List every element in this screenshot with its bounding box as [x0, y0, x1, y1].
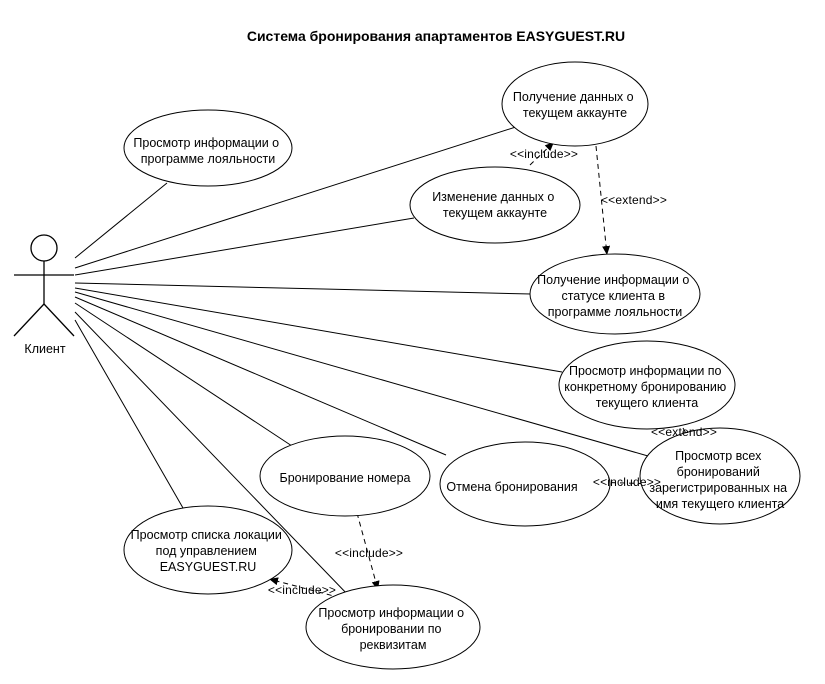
- actor-left-leg-icon: [13, 303, 45, 337]
- relationship-labels: <<include>> <<extend>> <<extend>> <<incl…: [268, 147, 717, 597]
- use-case-specific-booking[interactable]: [558, 340, 736, 430]
- use-case-label-client-status: Получение информации о статусе клиента в…: [537, 273, 693, 319]
- association-specific-booking: [74, 287, 563, 373]
- association-loyalty-info: [74, 182, 168, 259]
- use-case-label-change-account: Изменение данных о текущем аккаунте: [432, 190, 558, 220]
- include-arrow-book-room: [356, 512, 380, 591]
- use-case-locations[interactable]: [123, 505, 293, 595]
- use-case-loyalty-info[interactable]: [123, 109, 293, 187]
- association-book-room: [74, 302, 293, 447]
- actor-right-leg-icon: [43, 303, 75, 337]
- association-client-status: [74, 282, 532, 295]
- use-case-label-cancel-booking: Отмена бронирования: [446, 480, 577, 494]
- use-case-account-data[interactable]: [501, 61, 649, 147]
- actor-client[interactable]: Клиент: [13, 234, 75, 356]
- association-cancel-booking: [74, 296, 447, 456]
- use-case-change-account[interactable]: [409, 166, 581, 244]
- association-all-bookings: [74, 291, 649, 457]
- use-case-label-loyalty-info: Просмотр информации о программе лояльнос…: [133, 136, 282, 166]
- include-label-cancel: <<include>>: [593, 475, 661, 489]
- association-locations: [74, 319, 184, 509]
- use-cases: [123, 61, 801, 670]
- extend-label-client-status: <<extend>>: [601, 193, 667, 207]
- use-case-cancel-booking[interactable]: [439, 441, 611, 527]
- use-case-client-status[interactable]: [529, 253, 701, 335]
- extend-arrow-client-status: [595, 145, 611, 256]
- use-case-label-locations: Просмотр списка локации под управлением …: [131, 528, 286, 574]
- use-case-labels: Просмотр информации о программе лояльнос…: [131, 90, 790, 652]
- use-case-label-book-room: Бронирование номера: [280, 471, 411, 485]
- actor-head-icon: [30, 234, 58, 262]
- association-booking-by-details: [74, 311, 351, 598]
- diagram-title: Система бронирования апартаментов EASYGU…: [247, 28, 625, 44]
- use-case-label-all-bookings: Просмотр всех бронирований зарегистриров…: [649, 449, 790, 511]
- use-case-label-booking-by-details: Просмотр информации о бронировании по ре…: [318, 606, 467, 652]
- include-label-book-room: <<include>>: [335, 546, 403, 560]
- use-case-book-room[interactable]: [259, 435, 431, 517]
- use-case-label-account-data: Получение данных о текущем аккаунте: [513, 90, 637, 120]
- use-case-booking-by-details[interactable]: [305, 584, 481, 670]
- association-change-account: [74, 217, 415, 276]
- use-case-label-specific-booking: Просмотр информации по конкретному брони…: [564, 364, 730, 410]
- use-case-all-bookings[interactable]: [639, 427, 801, 525]
- actor-name: Клиент: [24, 342, 65, 356]
- association-account-data: [74, 124, 523, 269]
- include-label-locations: <<include>>: [268, 583, 336, 597]
- include-label-change-account: <<include>>: [510, 147, 578, 161]
- extend-label-all-bookings: <<extend>>: [651, 425, 717, 439]
- include-arrow-change-account: [529, 141, 555, 166]
- associations: [74, 124, 649, 598]
